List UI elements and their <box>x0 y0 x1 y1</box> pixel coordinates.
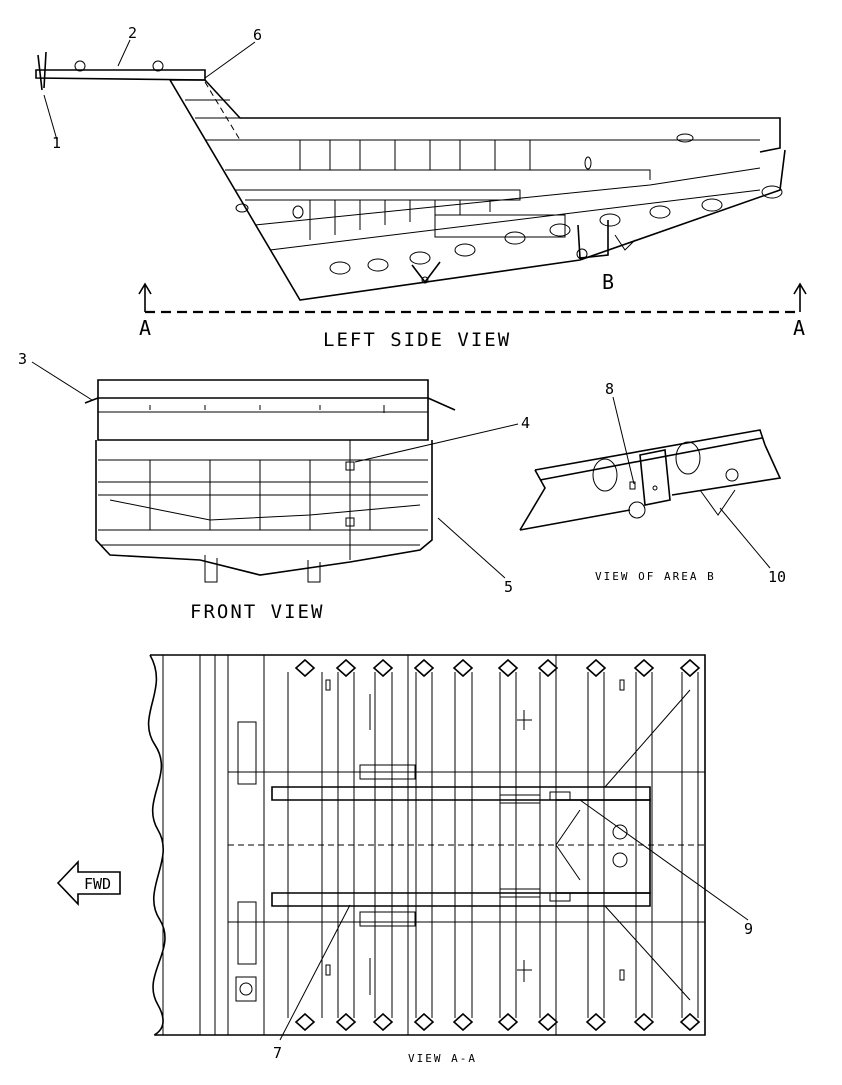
section-marker-left: A <box>139 316 151 340</box>
area-b-view-title: VIEW OF AREA B <box>595 570 716 583</box>
callout-10: 10 <box>768 568 786 586</box>
leader-8 <box>612 396 635 485</box>
callout-9: 9 <box>744 920 753 938</box>
detail-marker-b: B <box>602 270 614 294</box>
section-a-a-title: VIEW A-A <box>408 1052 477 1065</box>
left-side-view <box>35 51 807 314</box>
callout-5: 5 <box>504 578 513 596</box>
callout-6: 6 <box>253 26 262 44</box>
callout-1: 1 <box>52 134 61 152</box>
forward-arrow-label: FWD <box>84 875 111 893</box>
callout-4: 4 <box>521 414 530 432</box>
left-side-view-title: LEFT SIDE VIEW <box>323 329 511 351</box>
section-a-a-view <box>56 654 706 1036</box>
front-view <box>84 379 456 583</box>
leader-3 <box>31 361 93 401</box>
leader-7 <box>279 904 351 1041</box>
callout-2: 2 <box>128 24 137 42</box>
leader-2 <box>117 39 131 67</box>
leader-9 <box>579 799 749 921</box>
callout-3: 3 <box>18 350 27 368</box>
callout-8: 8 <box>605 380 614 398</box>
section-marker-right: A <box>793 316 805 340</box>
leader-5 <box>437 517 506 579</box>
leader-6 <box>204 41 256 79</box>
leader-10 <box>719 507 771 569</box>
leader-1 <box>43 94 58 141</box>
callout-7: 7 <box>273 1044 282 1062</box>
area-b-detail <box>519 429 782 531</box>
leader-4 <box>354 423 519 463</box>
front-view-title: FRONT VIEW <box>190 601 324 623</box>
